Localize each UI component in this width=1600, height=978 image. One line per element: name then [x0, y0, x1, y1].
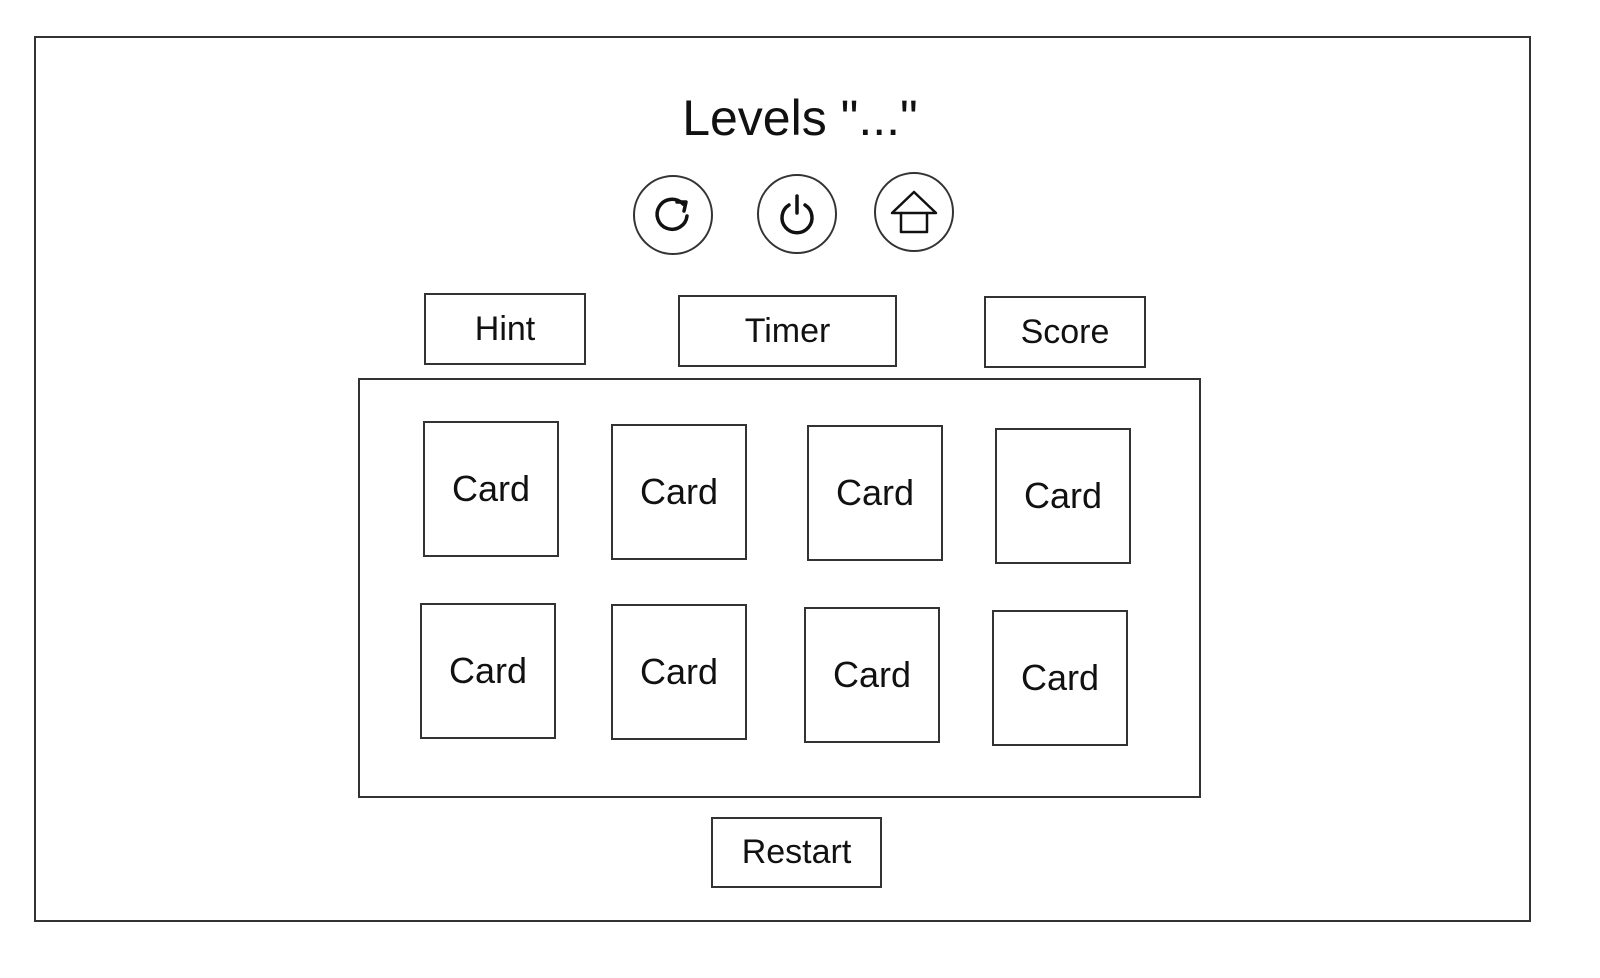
score-display: Score: [984, 296, 1146, 368]
timer-label: Timer: [744, 311, 831, 350]
score-label: Score: [1020, 312, 1110, 351]
restart-button[interactable]: Restart: [711, 817, 882, 888]
card[interactable]: Card: [804, 607, 940, 743]
card[interactable]: Card: [807, 425, 943, 561]
card-label: Card: [832, 654, 912, 695]
card-label: Card: [1023, 475, 1103, 516]
power-icon: [772, 189, 822, 239]
card[interactable]: Card: [423, 421, 559, 557]
card-label: Card: [451, 468, 531, 509]
card-label: Card: [639, 471, 719, 512]
card[interactable]: Card: [611, 604, 747, 740]
refresh-button[interactable]: [633, 175, 713, 255]
hint-button[interactable]: Hint: [424, 293, 586, 365]
card-board: Card Card Card Card Card Card Card Card: [358, 378, 1201, 798]
page-title: Levels "...": [682, 90, 918, 146]
card-label: Card: [639, 651, 719, 692]
card[interactable]: Card: [995, 428, 1131, 564]
card-label: Card: [835, 472, 915, 513]
timer-display: Timer: [678, 295, 897, 367]
card[interactable]: Card: [611, 424, 747, 560]
hint-label: Hint: [474, 309, 536, 348]
card-label: Card: [1020, 657, 1100, 698]
home-button[interactable]: [874, 172, 954, 252]
card[interactable]: Card: [420, 603, 556, 739]
app-frame: [34, 36, 1531, 922]
power-button[interactable]: [757, 174, 837, 254]
restart-label: Restart: [741, 833, 852, 871]
home-icon: [886, 184, 942, 240]
card-label: Card: [448, 650, 528, 691]
card[interactable]: Card: [992, 610, 1128, 746]
refresh-icon: [648, 190, 698, 240]
